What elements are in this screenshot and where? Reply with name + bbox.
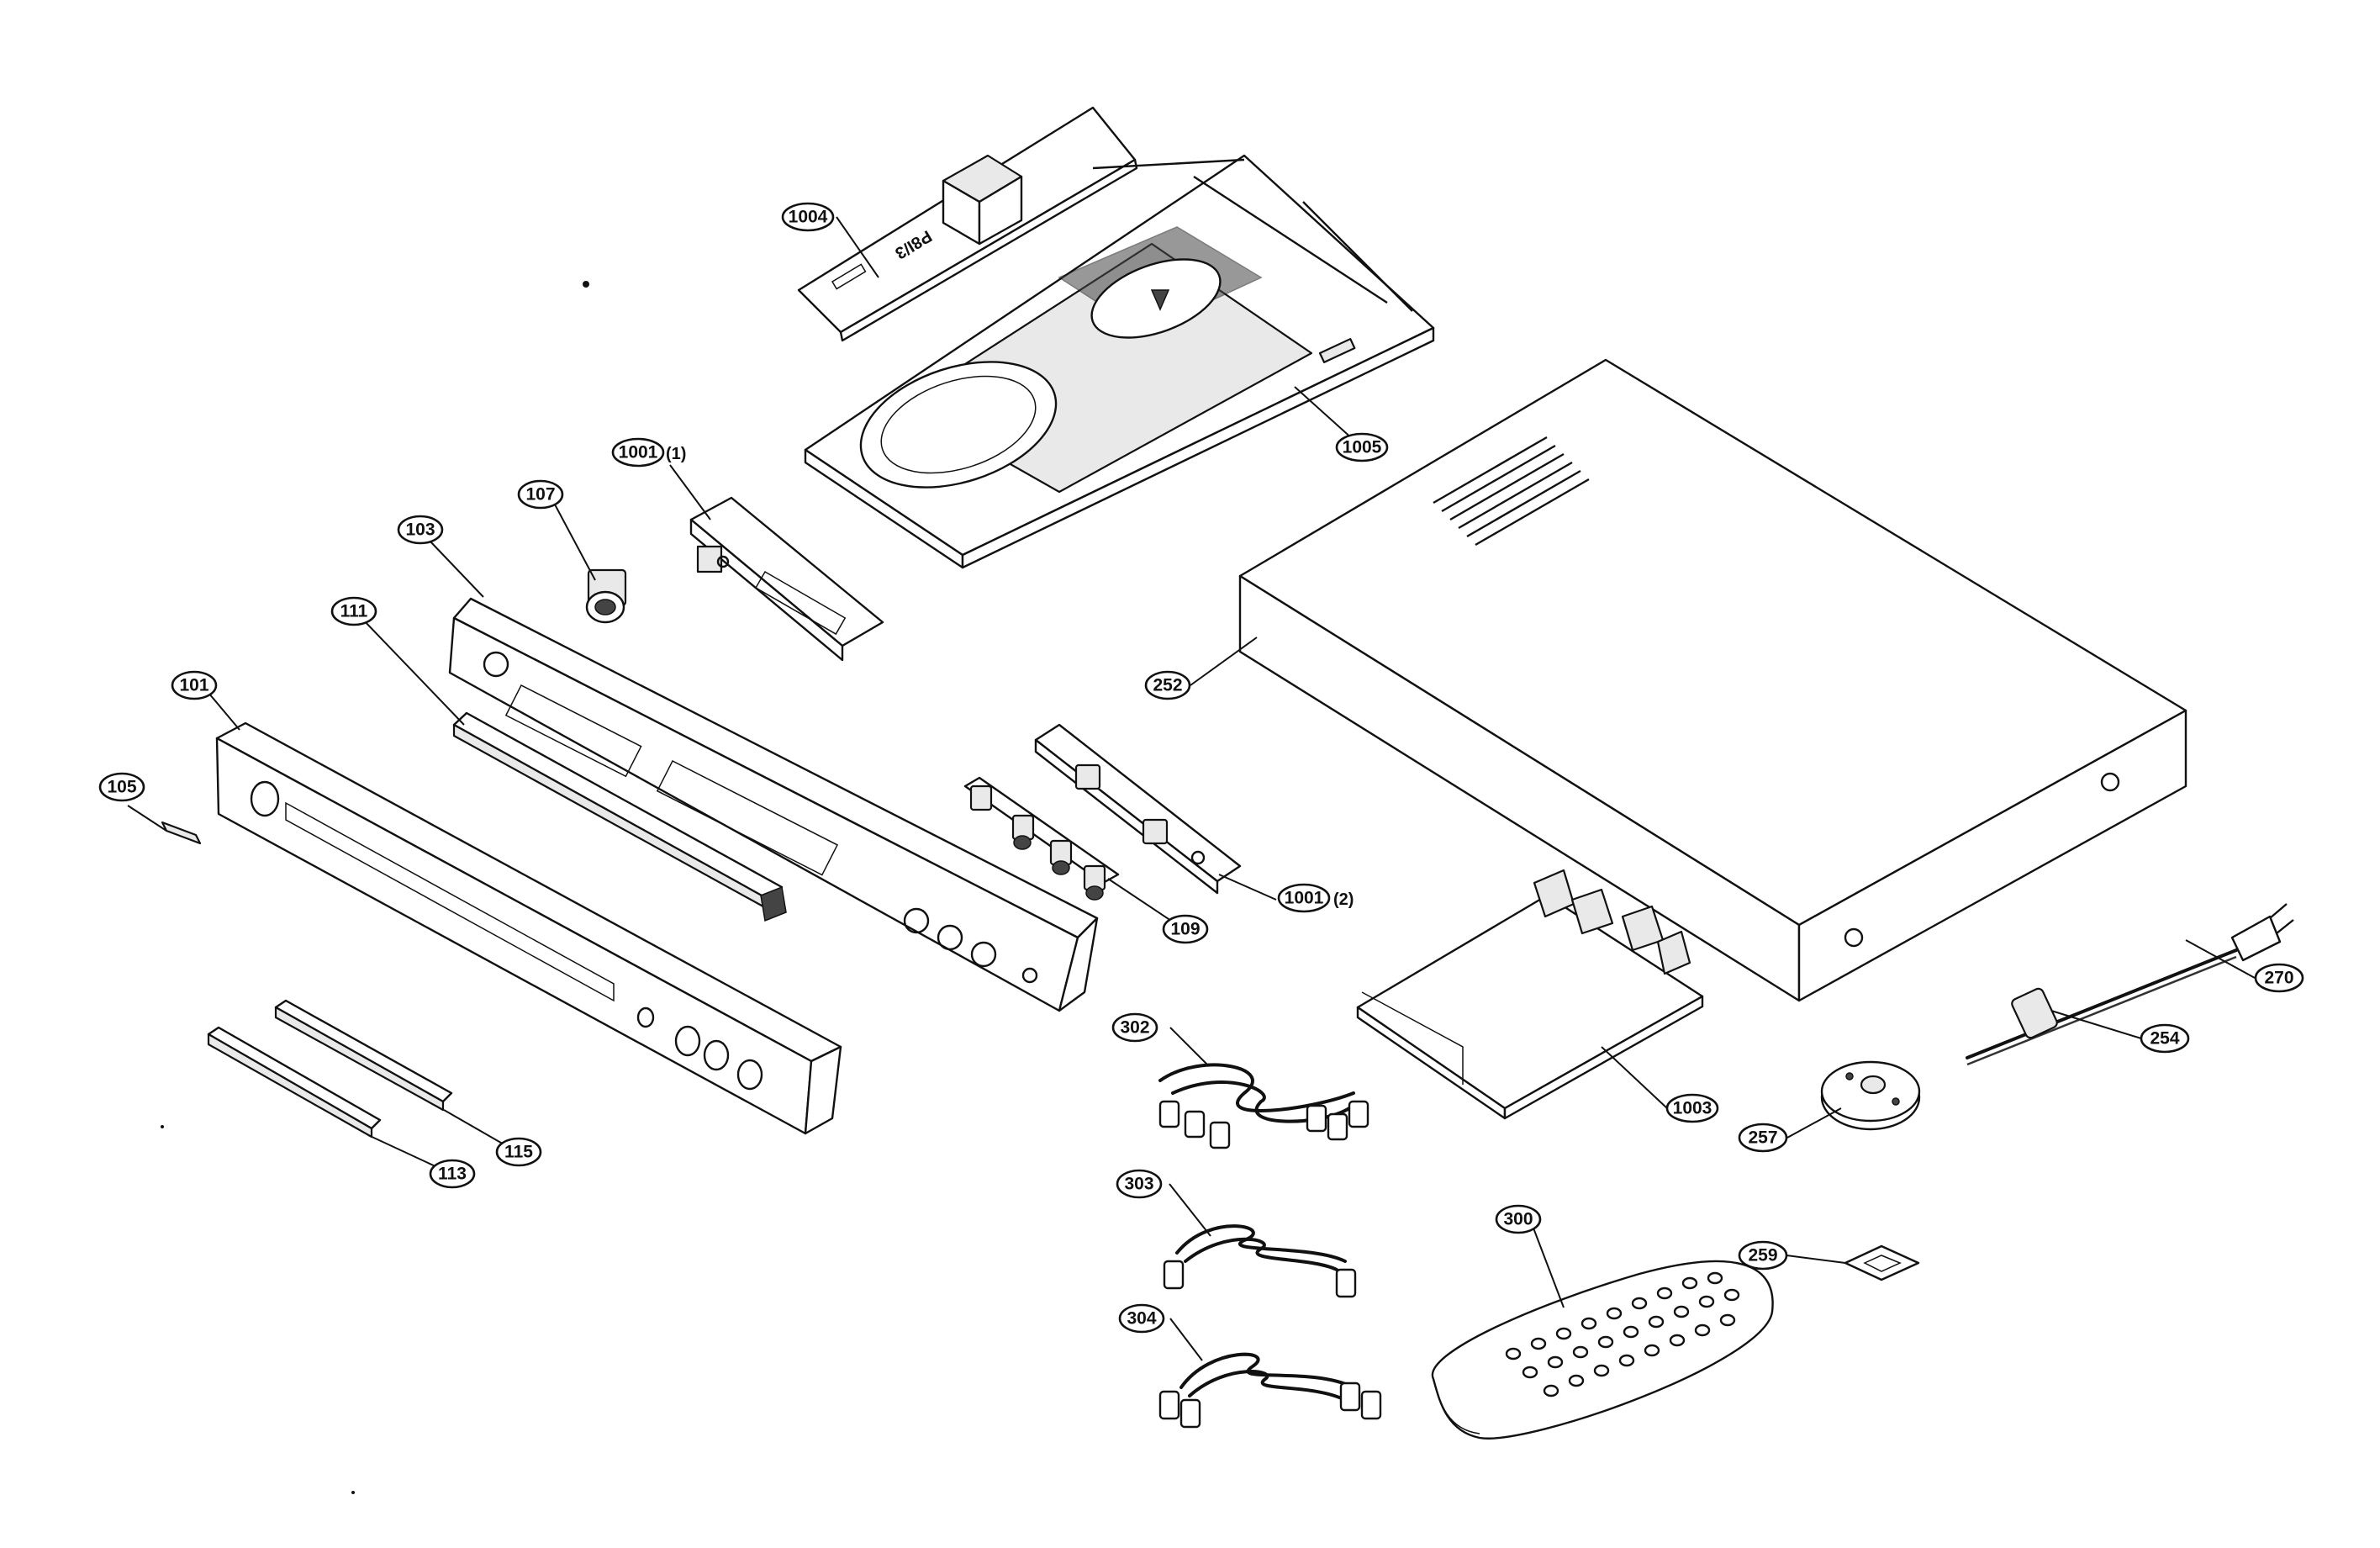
callout-115-label: 115 (504, 1143, 533, 1162)
top-cover-252 (1238, 358, 2187, 1002)
callout-107: 107 (517, 479, 564, 510)
callout-252-label: 252 (1153, 676, 1182, 695)
callout-115: 115 (495, 1137, 542, 1167)
foot-stand-257 (1820, 1060, 1921, 1131)
av-cable-302 (1158, 1063, 1369, 1149)
callout-105-label: 105 (107, 778, 136, 797)
callout-257: 257 (1738, 1123, 1788, 1153)
callout-101-label: 101 (179, 676, 208, 695)
callout-254: 254 (2140, 1023, 2190, 1054)
leader-lines (127, 216, 2256, 1361)
callout-111: 111 (330, 596, 377, 626)
callout-303-label: 303 (1124, 1175, 1153, 1194)
small-part-105 (161, 821, 202, 845)
callout-1005-label: 1005 (1343, 438, 1382, 457)
callout-1001-2: 1001 (1277, 883, 1331, 913)
remote-control-300 (1431, 1260, 1774, 1440)
callout-1003-label: 1003 (1673, 1099, 1712, 1118)
callout-270: 270 (2254, 963, 2304, 993)
callout-300-label: 300 (1503, 1210, 1533, 1229)
callout-113-label: 113 (438, 1165, 467, 1184)
callout-1001-1-suffix: (1) (666, 445, 686, 463)
trim-strip-115 (274, 999, 453, 1112)
callout-254-label: 254 (2150, 1029, 2179, 1049)
main-pcb-1004: P8I/3 (797, 106, 1138, 342)
callout-109: 109 (1162, 914, 1209, 944)
callout-304: 304 (1118, 1303, 1165, 1334)
callout-252: 252 (1144, 670, 1191, 700)
callout-113: 113 (429, 1159, 476, 1189)
callout-109-label: 109 (1170, 920, 1200, 939)
callout-1001-1-label: 1001 (619, 443, 658, 462)
callout-1001-2-label: 1001 (1285, 889, 1324, 908)
callout-107-label: 107 (525, 485, 555, 505)
callout-1004-label: 1004 (789, 208, 828, 227)
callout-1001-1: 1001 (611, 437, 665, 468)
dvd-loader-1005 (804, 154, 1435, 569)
callout-105: 105 (98, 772, 145, 802)
callout-103: 103 (397, 515, 444, 545)
callout-259-label: 259 (1748, 1246, 1777, 1265)
button-107 (585, 568, 627, 624)
callout-111-label: 111 (340, 602, 368, 621)
callout-300: 300 (1495, 1204, 1542, 1234)
callout-270-label: 270 (2264, 969, 2293, 988)
display-board-1001-1 (689, 496, 884, 662)
callout-103-label: 103 (405, 520, 435, 540)
power-cord-270 (1966, 903, 2294, 1066)
callout-101: 101 (171, 670, 218, 700)
callout-1003: 1003 (1665, 1093, 1719, 1123)
remote-buttons (1505, 1271, 1740, 1397)
vent-slots (1433, 436, 1590, 547)
callout-257-label: 257 (1748, 1128, 1777, 1148)
callout-1004: 1004 (781, 202, 835, 232)
inner-frame-103 (448, 597, 1099, 1012)
callout-303: 303 (1116, 1169, 1163, 1199)
label-259 (1844, 1244, 1920, 1281)
power-board-1003 (1356, 869, 1704, 1120)
front-panel-101 (215, 721, 842, 1135)
callout-259: 259 (1738, 1240, 1788, 1271)
display-board-1001-2 (1034, 723, 1242, 895)
av-cable-303 (1163, 1224, 1357, 1298)
keys-board-109 (963, 776, 1120, 901)
callout-1001-2-suffix: (2) (1333, 890, 1354, 909)
callout-1005: 1005 (1335, 432, 1389, 462)
callout-302-label: 302 (1120, 1018, 1149, 1038)
av-cable-304 (1158, 1352, 1382, 1429)
callout-302: 302 (1111, 1012, 1158, 1043)
callout-304-label: 304 (1127, 1309, 1156, 1329)
display-window-111 (452, 711, 787, 922)
